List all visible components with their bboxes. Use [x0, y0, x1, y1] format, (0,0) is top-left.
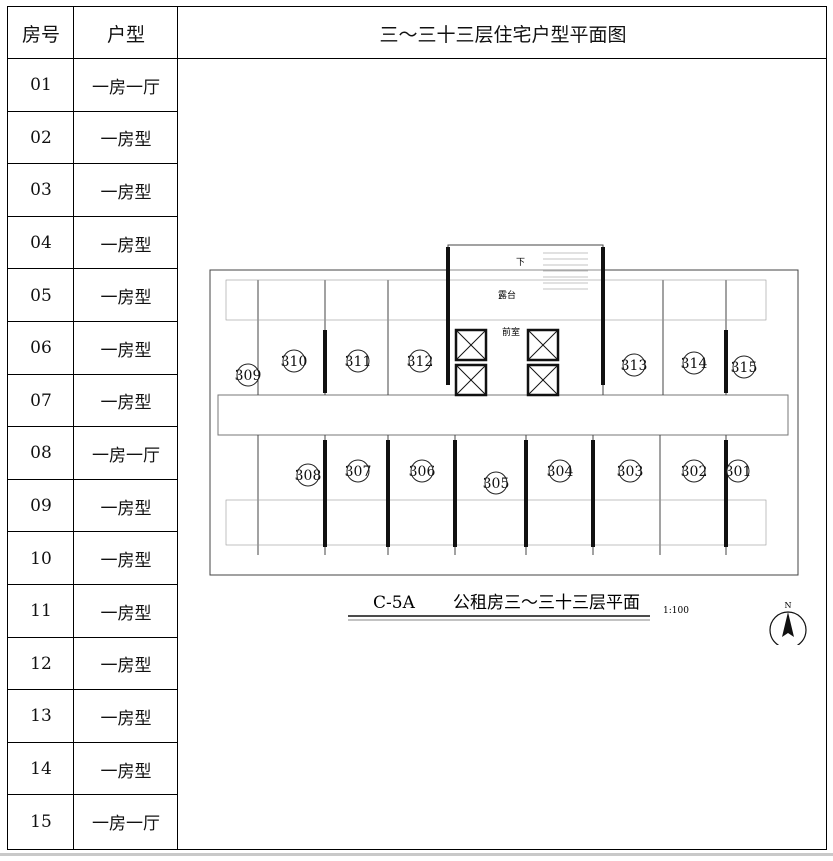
column-divider	[177, 7, 178, 849]
unit-type-cell: 一房型	[100, 603, 152, 624]
unit-type-cell: 一房型	[100, 551, 152, 572]
room-label: 305	[483, 476, 510, 492]
row-divider	[8, 478, 178, 480]
room-label: 314	[681, 356, 708, 372]
unit-type-cell: 一房型	[100, 182, 152, 203]
row-divider	[8, 636, 178, 638]
unit-type-cell: 一房型	[100, 130, 152, 151]
room-number-cell: 03	[30, 180, 52, 201]
room-number-cell: 08	[30, 443, 52, 464]
unit-type-cell: 一房型	[100, 656, 152, 677]
unit-type-cell: 一房型	[100, 761, 152, 782]
row-divider	[8, 373, 178, 375]
north-label: N	[785, 601, 792, 610]
room-label: 308	[295, 468, 322, 484]
unit-type-cell: 一房型	[100, 235, 152, 256]
unit-table: 房号 户型 三～三十三层住宅户型平面图 01 一房一厅 02 一房型 03 一房型 04 一房…	[7, 6, 827, 850]
room-number-cell: 01	[30, 75, 52, 96]
unit-type-cell: 一房型	[100, 288, 152, 309]
plan-code: C-5A	[373, 593, 416, 613]
row-divider	[8, 215, 178, 217]
room-number-cell: 04	[30, 233, 52, 254]
plan-caption: 公租房三～三十三层平面	[453, 593, 640, 613]
stair-label: 下	[516, 258, 525, 268]
room-label: 313	[621, 358, 648, 374]
room-label: 303	[617, 464, 644, 480]
room-number-cell: 09	[30, 496, 52, 517]
room-label: 306	[409, 464, 436, 480]
row-divider	[8, 163, 178, 165]
room-label: 309	[235, 368, 262, 384]
header-divider	[8, 58, 826, 59]
room-number-cell: 15	[30, 811, 52, 832]
balcony-label: 露台	[498, 289, 516, 301]
plan-scale: 1:100	[663, 606, 689, 616]
row-divider	[8, 426, 178, 428]
unit-type-cell: 一房型	[100, 708, 152, 729]
header-plan-title: 三～三十三层住宅户型平面图	[379, 23, 627, 46]
front-room-label: 前室	[502, 326, 520, 338]
room-label: 307	[345, 464, 372, 480]
room-number-cell: 02	[30, 127, 52, 148]
room-number-cell: 11	[30, 601, 52, 622]
row-divider	[8, 794, 178, 796]
room-number-cell: 06	[30, 338, 52, 359]
unit-type-cell: 一房一厅	[92, 814, 160, 835]
unit-type-cell: 一房型	[100, 393, 152, 414]
unit-type-cell: 一房型	[100, 340, 152, 361]
room-number-cell: 05	[30, 285, 52, 306]
room-label: 301	[725, 464, 752, 480]
unit-type-cell: 一房一厅	[92, 77, 160, 98]
room-number-cell: 12	[30, 653, 52, 674]
room-label: 315	[731, 360, 758, 376]
room-number-cell: 10	[30, 548, 52, 569]
row-divider	[8, 584, 178, 585]
row-divider	[8, 110, 178, 112]
unit-type-cell: 一房型	[100, 498, 152, 519]
floor-plan-drawing: 露台 前室 下 310 311 312 313 314 315 309 308 …	[209, 244, 807, 645]
header-room-no: 房号	[21, 23, 60, 46]
room-label: 312	[407, 354, 434, 370]
row-divider	[8, 531, 178, 533]
row-divider	[8, 689, 178, 691]
north-arrow-icon: N	[769, 601, 807, 645]
room-label: 302	[681, 464, 708, 480]
unit-type-cell: 一房一厅	[92, 445, 160, 466]
row-divider	[8, 741, 178, 743]
room-number-cell: 07	[30, 390, 52, 411]
column-divider	[73, 7, 74, 849]
room-number-cell: 14	[30, 759, 52, 780]
header-unit-type: 户型	[106, 23, 145, 46]
page-bottom-rule	[0, 853, 833, 856]
row-divider	[8, 268, 178, 270]
room-label: 310	[281, 354, 308, 370]
room-label: 304	[547, 464, 574, 480]
room-label: 311	[345, 354, 372, 370]
row-divider	[8, 321, 178, 322]
room-number-cell: 13	[30, 706, 52, 727]
